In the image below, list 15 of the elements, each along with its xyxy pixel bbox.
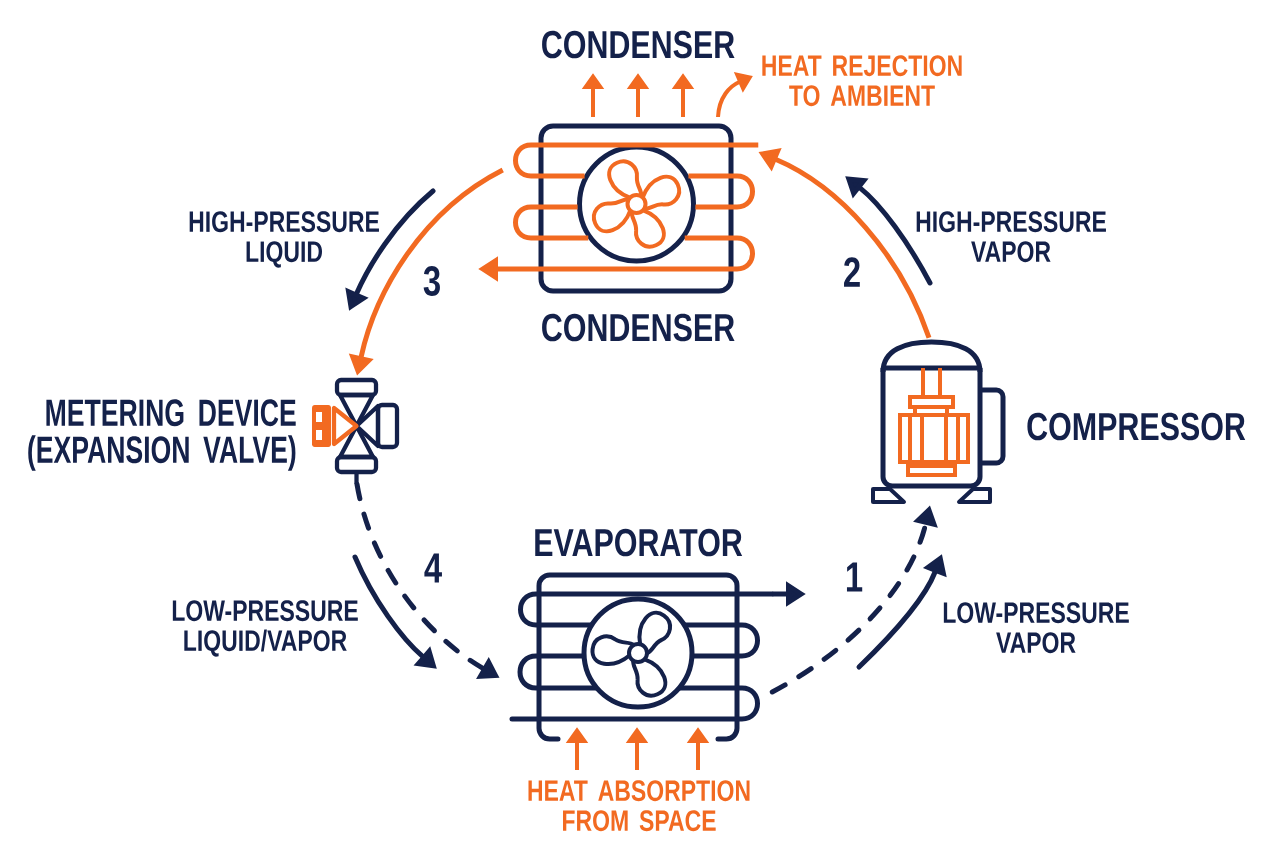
component-label: CONDENSER bbox=[542, 30, 735, 59]
component-label: METERING DEVICE (EXPANSION VALVE) bbox=[28, 399, 296, 471]
component-label: EVAPORATOR bbox=[535, 528, 743, 557]
step-number: 1 bbox=[846, 562, 863, 592]
heat-label: HEAT REJECTION TO AMBIENT bbox=[762, 55, 962, 107]
step-number: 4 bbox=[424, 553, 442, 583]
step-number: 2 bbox=[844, 257, 860, 287]
step-number: 3 bbox=[423, 266, 440, 296]
pressure-label: LOW-PRESSURE LIQUID/VAPOR bbox=[172, 600, 358, 657]
heat-label: HEAT ABSORPTION FROM SPACE bbox=[528, 780, 750, 832]
component-label: CONDENSER bbox=[542, 313, 735, 342]
pressure-label: LOW-PRESSURE VAPOR bbox=[943, 602, 1129, 654]
component-label: COMPRESSOR bbox=[1027, 412, 1246, 441]
pressure-label: HIGH-PRESSURE LIQUID bbox=[189, 211, 379, 268]
pressure-label: HIGH-PRESSURE VAPOR bbox=[916, 211, 1106, 263]
